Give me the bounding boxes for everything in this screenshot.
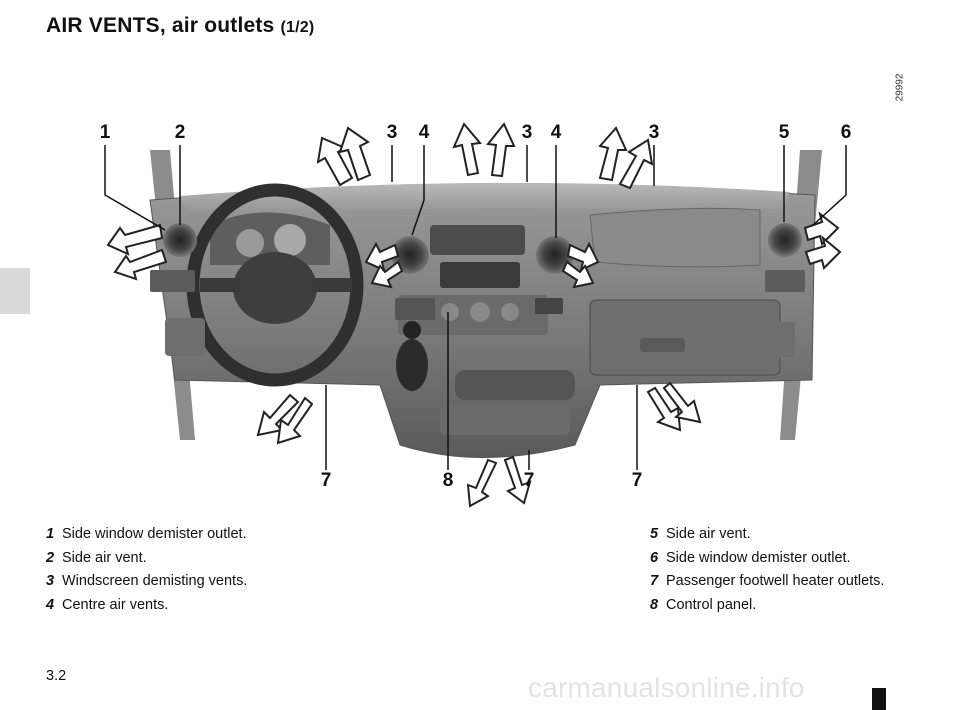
title-text: AIR VENTS, air outlets [46,14,275,37]
legend-text: Windscreen demisting vents. [62,573,248,589]
callout-4b: 4 [551,122,562,143]
right-knee-storage [755,322,795,357]
vent-left-side [163,223,197,257]
legend-num: 7 [650,573,659,589]
passenger-panel [589,207,761,268]
legend-item: 6 Side window demister outlet. [650,547,884,571]
steering-spoke-left [200,278,240,292]
legend-text: Side air vent. [666,526,751,542]
title-part: (1/2) [280,19,315,36]
legend-text: Side window demister outlet. [666,549,851,566]
steering-hub [233,252,317,324]
left-knee-storage [165,318,205,356]
legend-text: Centre air vents. [62,596,169,613]
cup-holder [455,370,575,400]
legend-item: 1 Side window demister outlet. [46,523,247,547]
callout-6: 6 [841,122,852,143]
callout-3b: 3 [522,122,533,143]
legend-num: 4 [46,596,55,613]
speedometer [274,224,306,256]
callout-4a: 4 [419,122,430,143]
callout-7c: 7 [632,470,643,491]
page-corner-mark [872,688,886,710]
page-title: AIR VENTS, air outlets (1/2) [46,14,314,38]
legend-item: 4 Centre air vents. [46,594,247,618]
callout-2: 2 [175,122,186,143]
radio-unit [440,262,520,288]
legend-text: Control panel. [666,596,757,613]
glovebox [589,299,781,376]
chapter-tab [0,268,30,314]
steering-spoke-right [312,278,352,292]
callout-3a: 3 [387,122,398,143]
legend-num: 8 [650,596,659,613]
callout-3c: 3 [649,122,660,143]
callout-5: 5 [779,122,790,143]
gear-lever [396,339,428,391]
legend-text: Side air vent. [62,549,147,566]
legend-num: 3 [46,573,55,589]
legend-num: 6 [650,549,659,566]
vent-right-side [768,223,802,257]
legend-num: 2 [46,549,55,566]
legend-right: 5 Side air vent. 6 Side window demister ou… [650,523,884,617]
legend-text: Passenger footwell heater outlets. [666,573,885,589]
vent-centre-left [391,236,429,274]
watermark: carmanualsonline.info [528,672,805,703]
legend-num: 5 [650,526,659,542]
legend-item: 5 Side air vent. [650,523,884,547]
legend-item: 2 Side air vent. [46,547,247,571]
callout-1: 1 [100,122,111,143]
callout-7a: 7 [321,470,332,491]
legend-item: 7 Passenger footwell heater outlets. [650,570,884,594]
vent-centre-right [536,236,574,274]
callout-7b: 7 [524,470,535,491]
legend-text: Side window demister outlet. [62,526,247,542]
legend-item: 3 Windscreen demisting vents. [46,570,247,594]
tachometer [236,229,264,257]
legend-num: 1 [46,526,55,542]
right-switch-panel [765,270,805,292]
centre-display [430,225,525,255]
callout-leader-lines [104,145,847,470]
storage-tray [440,405,570,435]
glovebox-handle [640,338,685,352]
callout-8: 8 [443,470,454,491]
left-switch-panel [150,270,195,292]
page-number: 3.2 [46,668,67,684]
dashboard-illustration: 1 2 3 4 3 4 3 5 6 7 8 7 7 [100,122,852,508]
legend-item: 8 Control panel. [650,594,884,618]
legend-left: 1 Side window demister outlet. 2 Side air … [46,523,247,617]
